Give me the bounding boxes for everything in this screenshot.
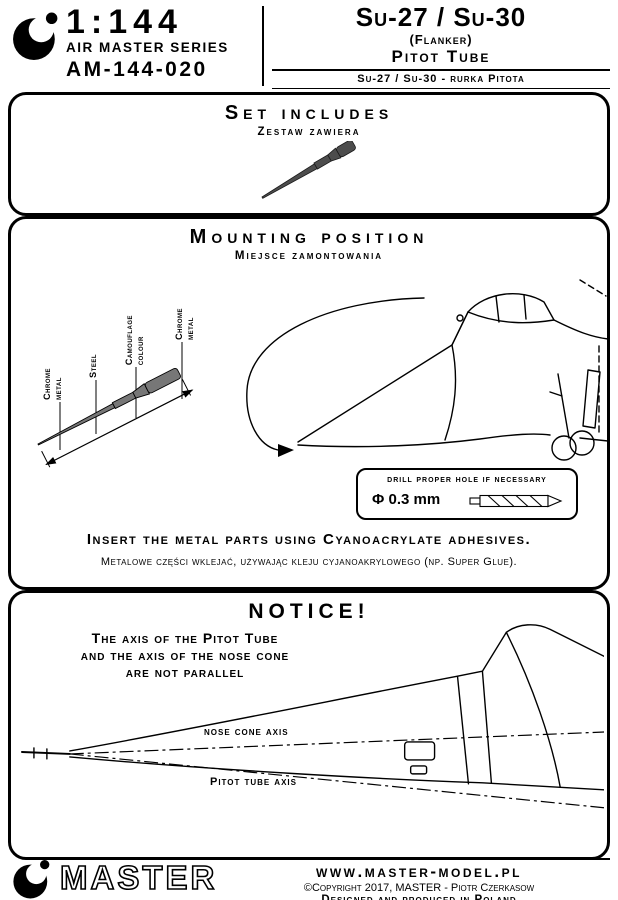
set-includes-section: Set includes Zestaw zawiera — [8, 92, 610, 216]
notice-nose-drawing — [20, 624, 604, 809]
set-includes-heading: Set includes — [224, 102, 394, 124]
part-label-camouflage-colour: Camouflage colour — [124, 314, 145, 365]
drill-diameter: Φ 0.3 mm — [372, 491, 441, 508]
notice-line-3: are not parallel — [125, 664, 245, 680]
nose-cone-axis-label: nose cone axis — [204, 726, 289, 738]
drill-note-text: drill proper hole if necessary — [387, 474, 547, 485]
notice-text: The axis of the Pitot Tube and the axis … — [30, 630, 340, 681]
instruction-english: Insert the metal parts using Cyanoacryla… — [86, 531, 532, 548]
notice-heading: NOTICE! — [248, 600, 370, 623]
mounting-subheading: Miejsce zamontowania — [234, 250, 384, 262]
kit-product: Pitot Tube — [391, 47, 491, 66]
pitot-part-image — [261, 141, 356, 199]
header-divider — [262, 6, 264, 86]
aircraft-nose-drawing — [246, 279, 608, 461]
set-includes-subheading: Zestaw zawiera — [257, 126, 361, 138]
notice-line-2: and the axis of the nose cone — [80, 647, 290, 663]
kit-variant: (Flanker) — [409, 32, 473, 47]
footer-right: www.master-model.pl ©Copyright 2017, MAS… — [228, 858, 610, 900]
header-right: Su-27 / Su-30 (Flanker) Pitot Tube Su-27… — [272, 2, 610, 91]
instruction-polish: Metalowe części wklejać, używając kleju … — [100, 556, 518, 568]
header: 1:144 AIR MASTER SERIES AM-144-020 Su-27… — [0, 0, 618, 90]
pitot-diagram-drawing — [37, 342, 194, 468]
notice-diagram: nose cone axis Pitot tube axis — [14, 622, 604, 848]
kit-subtitle: Su-27 / Su-30 - rurka Pitota — [357, 73, 525, 85]
pitot-tube-axis-label: Pitot tube axis — [210, 776, 297, 788]
drill-note-box: drill proper hole if necessary Φ 0.3 mm — [356, 468, 578, 520]
mounting-position-section: Mounting position Miejsce zamontowania — [8, 216, 610, 590]
series-label: AIR MASTER SERIES — [66, 40, 229, 55]
part-label-steel: Steel — [88, 354, 98, 378]
master-logo-icon-footer — [13, 859, 50, 899]
origin-line: Designed and produced in Poland — [321, 894, 517, 900]
scale-label: 1:144 — [66, 3, 183, 41]
master-logo-icon — [13, 12, 58, 60]
header-rule-thin — [272, 88, 610, 89]
part-label-chrome-metal-2: Chrome metal — [174, 308, 195, 340]
footer: MASTER www.master-model.pl ©Copyright 20… — [0, 856, 618, 900]
notice-section: NOTICE! — [8, 590, 610, 860]
notice-line-1: The axis of the Pitot Tube — [91, 630, 279, 646]
header-rule-thick — [272, 69, 610, 71]
website-url: www.master-model.pl — [316, 862, 522, 881]
header-left: 1:144 AIR MASTER SERIES AM-144-020 — [66, 4, 260, 82]
part-label-chrome-metal-1: Chrome metal — [42, 368, 63, 400]
mounting-arrow-icon — [246, 297, 425, 457]
mounting-heading: Mounting position — [189, 226, 429, 248]
drill-bit-icon — [469, 494, 563, 508]
copyright-line: ©Copyright 2017, MASTER - Piotr Czerkaso… — [303, 882, 535, 894]
brand-wordmark: MASTER — [59, 858, 218, 897]
pitot-paint-diagram: Chrome metal Steel Camouflage colour Chr… — [30, 272, 245, 482]
product-code: AM-144-020 — [66, 58, 208, 81]
kit-title: Su-27 / Su-30 — [355, 2, 527, 32]
